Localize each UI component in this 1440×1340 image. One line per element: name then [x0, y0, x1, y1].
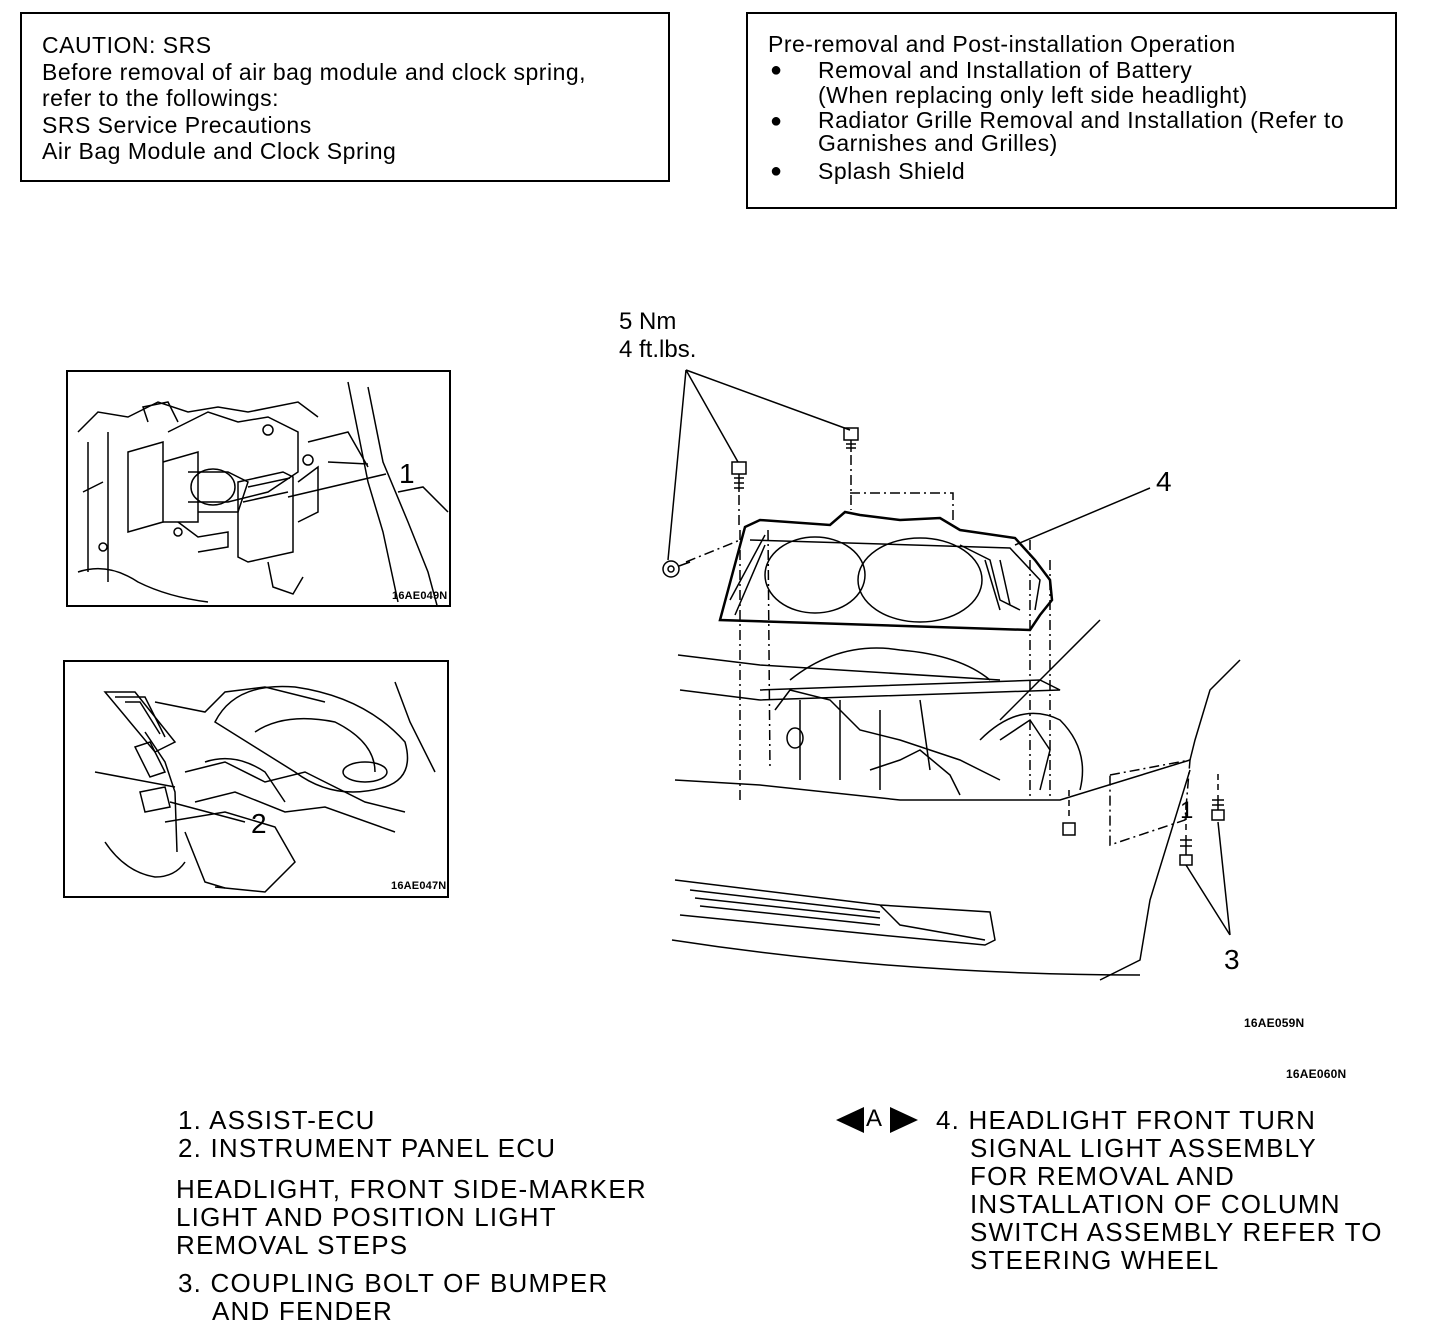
legend-item-coupling-bolt: 3. COUPLING BOLT OF BUMPER AND FENDER — [178, 1269, 608, 1325]
torque-ftlbs: 4 ft.lbs. — [619, 336, 697, 363]
callout-headlight-assembly: 4 — [1156, 466, 1172, 497]
reference-symbol-letter: A — [866, 1105, 883, 1132]
legend-item-line: AND FENDER — [212, 1296, 394, 1326]
legend-heading-line: REMOVAL STEPS — [176, 1230, 409, 1260]
caution-box: CAUTION: SRS Before removal of air bag m… — [20, 12, 670, 182]
pre-removal-item-text: Removal and Installation of Battery — [818, 56, 1193, 83]
pre-removal-item-text: Splash Shield — [818, 157, 966, 184]
caution-line: Air Bag Module and Clock Spring — [42, 138, 397, 164]
bullet-icon: ● — [770, 58, 783, 81]
figure-code: 16AE060N — [1286, 1067, 1347, 1081]
legend-ecu-items: 1. ASSIST-ECU 2. INSTRUMENT PANEL ECU — [178, 1106, 556, 1162]
caution-line: CAUTION: SRS — [42, 32, 212, 58]
legend-item-instrument-panel-ecu: 2. INSTRUMENT PANEL ECU — [178, 1133, 557, 1163]
bullet-icon: ● — [770, 109, 783, 132]
legend-item-headlight-assembly: 4. HEADLIGHT FRONT TURN SIGNAL LIGHT ASS… — [936, 1106, 1383, 1274]
pre-removal-item: ● Removal and Installation of Battery (W… — [768, 56, 1375, 109]
legend-item-line: FOR REMOVAL AND — [970, 1161, 1236, 1191]
pre-removal-item-text: (When replacing only left side headlight… — [818, 82, 1248, 108]
assist-ecu-inset: 1 16AE049N — [66, 370, 451, 607]
torque-spec: 5 Nm 4 ft.lbs. — [619, 308, 696, 364]
legend-heading: HEADLIGHT, FRONT SIDE-MARKER LIGHT AND P… — [176, 1175, 647, 1259]
caution-line: Before removal of air bag module and clo… — [42, 58, 587, 85]
callout-assist-ecu: 1 — [399, 458, 415, 489]
caution-line: SRS Service Precautions — [42, 111, 312, 138]
bullet-icon: ● — [770, 159, 783, 182]
caution-line: refer to the followings: — [42, 85, 280, 111]
instrument-panel-ecu-inset: 2 16AE047N — [63, 660, 449, 898]
legend-heading-line: LIGHT AND POSITION LIGHT — [176, 1202, 557, 1232]
figure-code: 16AE047N — [391, 880, 447, 892]
bolt-icon — [843, 427, 859, 452]
pre-removal-item-text: Garnishes and Grilles) — [818, 129, 1058, 156]
assist-ecu-drawing — [77, 381, 449, 605]
legend-item-line: 3. COUPLING BOLT OF BUMPER — [178, 1268, 609, 1298]
figure-code: 16AE049N — [392, 590, 448, 602]
legend-item-line: STEERING WHEEL — [970, 1245, 1220, 1275]
legend-item-line: SWITCH ASSEMBLY REFER TO — [970, 1217, 1383, 1247]
instrument-panel-drawing — [94, 681, 436, 893]
pre-removal-item: ● Radiator Grille Removal and Installati… — [768, 106, 1375, 156]
callout-coupling-bolt: 3 — [1224, 944, 1240, 975]
pre-removal-box: Pre-removal and Post-installation Operat… — [746, 12, 1397, 209]
figure-code: 16AE059N — [1244, 1016, 1305, 1030]
torque-nm: 5 Nm — [619, 308, 677, 335]
pre-removal-item: ● Splash Shield — [768, 157, 1375, 185]
bolt-icon — [1211, 795, 1225, 821]
pre-removal-item-text: Radiator Grille Removal and Installation… — [818, 106, 1345, 133]
legend-item-line: 4. HEADLIGHT FRONT TURN — [936, 1105, 1317, 1135]
legend-item-line: INSTALLATION OF COLUMN — [970, 1189, 1341, 1219]
bolt-icon — [662, 560, 691, 578]
bolt-icon — [1179, 835, 1193, 866]
reference-arrows-icon — [836, 1107, 918, 1133]
bolt-icon — [731, 461, 747, 492]
pre-removal-title: Pre-removal and Post-installation Operat… — [768, 31, 1236, 57]
legend-item-line: SIGNAL LIGHT ASSEMBLY — [970, 1133, 1317, 1163]
callout-instrument-panel-ecu: 2 — [251, 808, 267, 839]
callout-bumper-bolt-number: 1 — [1180, 797, 1194, 824]
legend-item-assist-ecu: 1. ASSIST-ECU — [178, 1105, 376, 1135]
legend-heading-line: HEADLIGHT, FRONT SIDE-MARKER — [176, 1174, 647, 1204]
